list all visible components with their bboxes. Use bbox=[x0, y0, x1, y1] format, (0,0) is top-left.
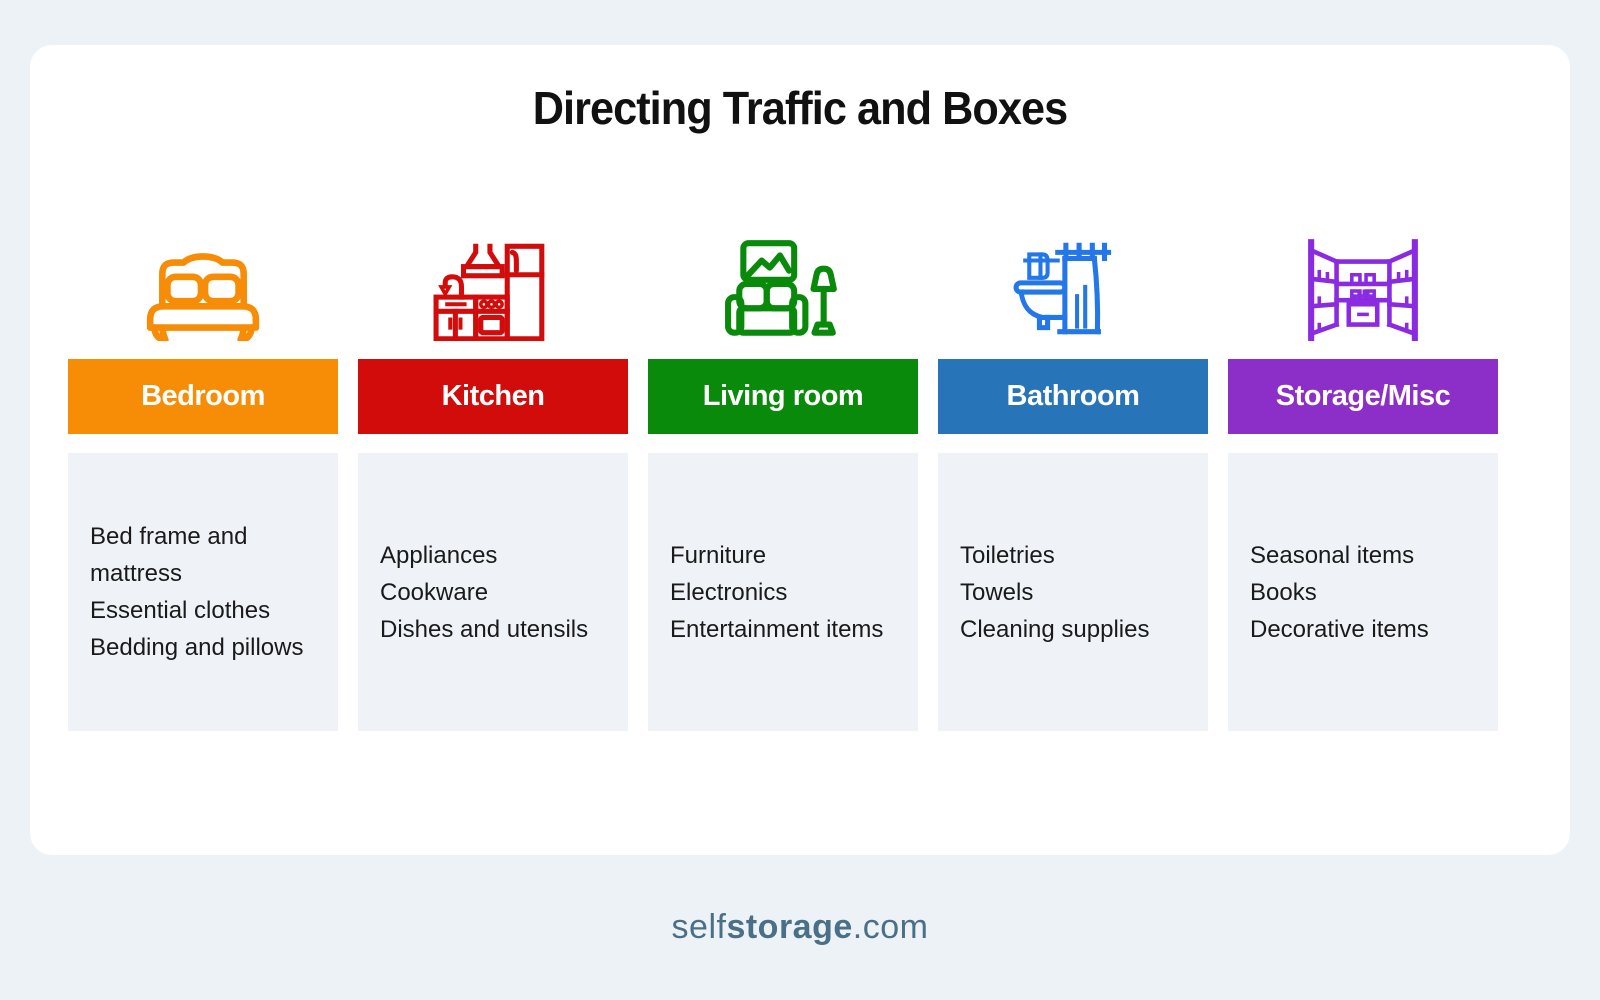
list-item: Towels bbox=[960, 578, 1034, 606]
column-header-living-room: Living room bbox=[648, 359, 918, 434]
infographic-card: Directing Traffic and Boxes Bedroom Bed … bbox=[30, 45, 1570, 855]
column-bathroom: Bathroom Toiletries Towels Cleaning supp… bbox=[938, 235, 1208, 731]
list-item: Seasonal items bbox=[1250, 541, 1415, 569]
columns-row: Bedroom Bed frame and mattress Essential… bbox=[30, 235, 1570, 731]
column-storage: Storage/Misc Seasonal items Books Decora… bbox=[1228, 235, 1498, 731]
list-item: Dishes and utensils bbox=[380, 615, 589, 643]
column-header-kitchen: Kitchen bbox=[358, 359, 628, 434]
list-item: Appliances bbox=[380, 541, 498, 569]
column-body-storage: Seasonal items Books Decorative items bbox=[1228, 453, 1498, 731]
closet-icon bbox=[1228, 235, 1498, 341]
list-item: Cleaning supplies bbox=[960, 615, 1150, 643]
column-body-bathroom: Toiletries Towels Cleaning supplies bbox=[938, 453, 1208, 731]
list-item: Bed frame and mattress bbox=[90, 523, 248, 587]
list-item: Furniture bbox=[670, 541, 767, 569]
brand-prefix: self bbox=[671, 908, 727, 946]
list-item: Toiletries bbox=[960, 541, 1055, 569]
bed-icon bbox=[68, 235, 338, 341]
column-header-label: Bedroom bbox=[141, 380, 265, 412]
column-header-storage: Storage/Misc bbox=[1228, 359, 1498, 434]
column-header-label: Living room bbox=[702, 380, 864, 412]
column-living-room: Living room Furniture Electronics Entert… bbox=[648, 235, 918, 731]
column-bedroom: Bedroom Bed frame and mattress Essential… bbox=[68, 235, 338, 731]
list-item: Cookware bbox=[380, 578, 489, 606]
column-body-living-room: Furniture Electronics Entertainment item… bbox=[648, 453, 918, 731]
list-item: Essential clothes bbox=[90, 597, 271, 624]
column-header-label: Bathroom bbox=[1006, 380, 1140, 412]
column-body-bedroom: Bed frame and mattress Essential clothes… bbox=[68, 453, 338, 731]
column-header-label: Kitchen bbox=[441, 380, 545, 412]
bathtub-icon bbox=[938, 235, 1208, 341]
column-header-label: Storage/Misc bbox=[1275, 380, 1451, 412]
brand-suffix: .com bbox=[852, 908, 929, 946]
column-kitchen: Kitchen Appliances Cookware Dishes and u… bbox=[358, 235, 628, 731]
column-header-bathroom: Bathroom bbox=[938, 359, 1208, 434]
list-item: Entertainment items bbox=[670, 615, 884, 643]
column-header-bedroom: Bedroom bbox=[68, 359, 338, 434]
page-title: Directing Traffic and Boxes bbox=[532, 82, 1068, 134]
brand-bold: storage bbox=[726, 908, 853, 946]
list-item: Books bbox=[1250, 578, 1317, 606]
list-item: Decorative items bbox=[1250, 615, 1429, 643]
sofa-icon bbox=[648, 235, 918, 341]
list-item: Electronics bbox=[670, 578, 788, 606]
list-item: Bedding and pillows bbox=[90, 634, 304, 661]
column-body-kitchen: Appliances Cookware Dishes and utensils bbox=[358, 453, 628, 731]
kitchen-icon bbox=[358, 235, 628, 341]
